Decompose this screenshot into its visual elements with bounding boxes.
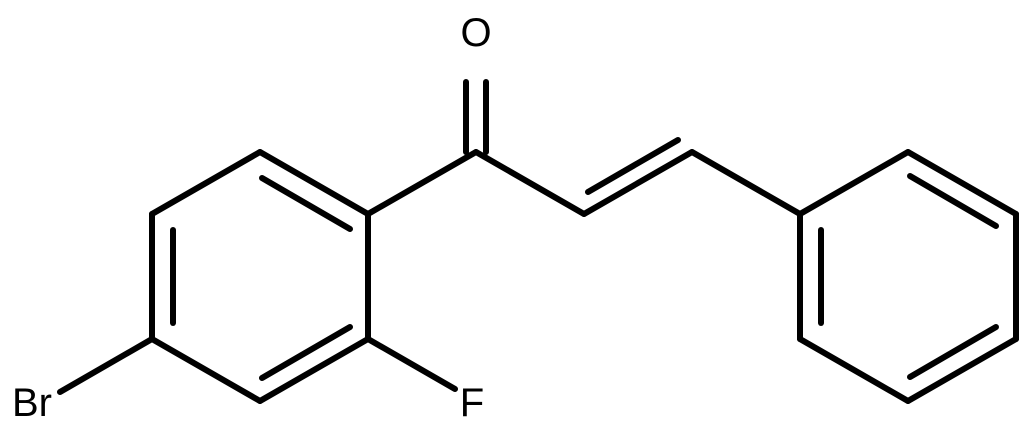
ring-b-bond-1 — [797, 149, 911, 217]
ring-b-bond-2 — [905, 149, 1019, 217]
ring-b-bond-4-inner — [907, 324, 999, 380]
ring-a-bond-3 — [257, 336, 371, 404]
ring-a-bond-1 — [257, 149, 371, 217]
oxygen-atom-label: O — [460, 11, 491, 55]
ring-b-bond-2-inner — [907, 173, 999, 229]
bromofluorophenyl-ring — [149, 149, 371, 404]
ring-b-bond-4 — [905, 336, 1019, 404]
ring-b-bond-5 — [797, 336, 911, 404]
c-f-bond — [365, 336, 458, 392]
ring-a-bond-1-inner — [259, 175, 353, 232]
carbonyl-alpha-bond — [473, 149, 587, 217]
fluorine-atom-label: F — [460, 381, 484, 425]
alkene-double-bond — [581, 149, 695, 217]
ring-a-bond-4 — [149, 336, 263, 404]
ring-carbonyl-bond — [365, 149, 479, 217]
alkene-double-bond-inner — [585, 137, 681, 195]
ring-a-bond-6 — [149, 149, 263, 217]
alkene-phenyl-bond — [689, 149, 803, 217]
enone-chain — [365, 79, 803, 217]
phenyl-ring — [797, 149, 1019, 404]
bromine-atom-label: Br — [12, 381, 52, 425]
ring-a-bond-3-inner — [259, 324, 353, 381]
c-br-bond — [57, 336, 155, 395]
